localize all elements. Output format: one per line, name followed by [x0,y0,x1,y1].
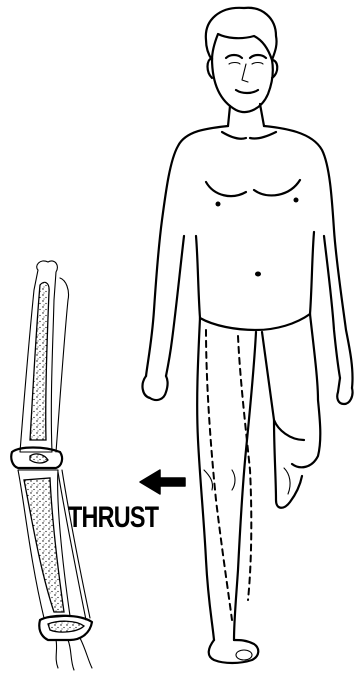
right-arm-outer [264,126,353,388]
left-arm-inner [166,236,184,376]
left-hand [143,376,168,400]
standing-leg-inner [234,332,256,640]
standing-foot [209,640,259,663]
raised-shin [274,420,302,508]
dashed-line-outer [206,330,232,620]
hip-line [200,314,310,330]
left-arm-outer [146,126,228,376]
hair [206,8,277,60]
thrust-label: THRUST [68,503,158,533]
standing-leg-outer [197,318,214,640]
thrust-arrow-icon [140,470,185,494]
standing-figure [143,8,353,663]
raised-thigh-back [292,314,320,467]
face [212,58,273,112]
torso-left [196,236,200,318]
leg-bone-sketch [11,261,92,670]
right-hand [337,378,352,404]
raised-thigh-front [262,332,304,440]
torso-right [310,232,314,314]
